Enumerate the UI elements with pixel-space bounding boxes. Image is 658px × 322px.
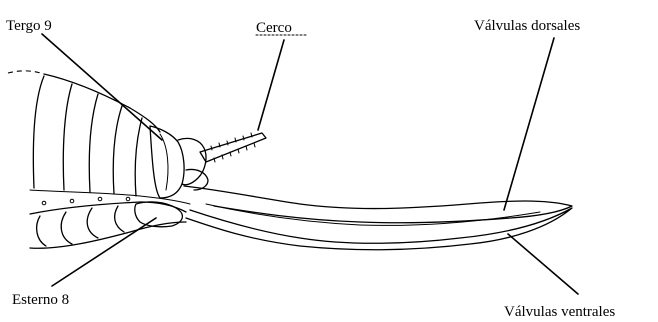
ovipositor bbox=[184, 186, 572, 250]
leader-esterno8 bbox=[52, 218, 156, 286]
tergite-segment bbox=[89, 94, 98, 192]
leader-lines bbox=[42, 34, 578, 294]
leader-valvulas-dorsales bbox=[504, 38, 554, 210]
sternites bbox=[30, 197, 186, 248]
sternite-lower-edge bbox=[30, 222, 186, 248]
spiracle-dot bbox=[70, 199, 74, 203]
spiracle-dot bbox=[98, 197, 102, 201]
sternite-segment bbox=[61, 212, 72, 244]
labels: Tergo 9 Cerco Válvulas dorsales Esterno … bbox=[6, 18, 615, 320]
leader-valvulas-ventrales bbox=[508, 234, 578, 294]
tergite-segment bbox=[33, 76, 44, 188]
leader-cerco bbox=[258, 40, 284, 130]
label-cerco: Cerco bbox=[256, 20, 292, 36]
spiracle-dot bbox=[126, 197, 130, 201]
dorsal-valves bbox=[184, 186, 572, 223]
tergite-segment bbox=[63, 84, 72, 190]
label-valvulas-dorsales: Válvulas dorsales bbox=[474, 18, 580, 34]
label-tergo9: Tergo 9 bbox=[6, 18, 52, 34]
tergite-9-inner bbox=[160, 134, 168, 190]
sternite-segment bbox=[37, 216, 46, 246]
spiracle-dot bbox=[42, 201, 46, 205]
label-valvulas-ventrales: Válvulas ventrales bbox=[504, 304, 615, 320]
abdomen-dorsal-dashed-edge bbox=[8, 71, 44, 74]
sternite-segment bbox=[87, 208, 98, 238]
sternite-segment bbox=[115, 206, 124, 232]
tergite-9 bbox=[150, 126, 184, 198]
label-esterno8: Esterno 8 bbox=[12, 292, 69, 308]
tergite-segment bbox=[135, 118, 142, 196]
tergite-10 bbox=[178, 138, 206, 184]
sternite-band bbox=[30, 202, 186, 214]
cercus-body bbox=[200, 133, 266, 162]
leader-tergo9 bbox=[42, 34, 162, 140]
ventral-valves bbox=[186, 208, 572, 250]
cercus bbox=[200, 133, 266, 162]
tergite-segment bbox=[113, 106, 122, 194]
tergites bbox=[33, 76, 208, 198]
abdomen-outline bbox=[8, 71, 190, 204]
